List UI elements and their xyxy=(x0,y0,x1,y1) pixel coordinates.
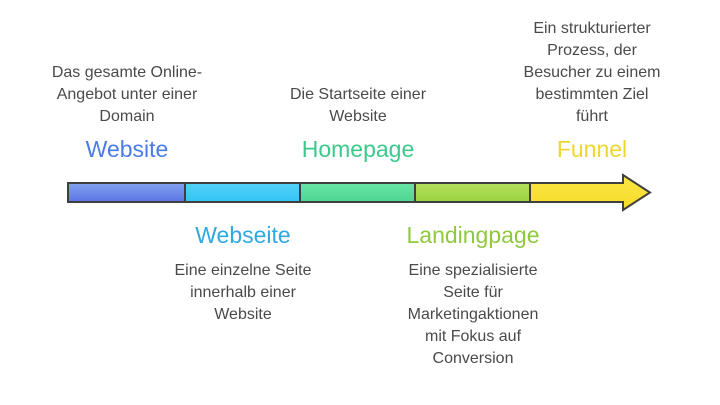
desc-line: innerhalb einer xyxy=(190,284,296,301)
column-homepage: Die Startseite einer Website Homepage xyxy=(258,0,458,162)
term-description-homepage: Die Startseite einer Website xyxy=(290,84,426,128)
term-label-webseite: Webseite xyxy=(195,222,291,248)
arrow-segment-landingpage xyxy=(414,182,531,203)
term-description-webseite: Eine einzelne Seite innerhalb einer Webs… xyxy=(175,260,312,326)
arrow-head-funnel xyxy=(529,173,652,212)
term-label-funnel: Funnel xyxy=(556,136,628,162)
term-label-landingpage: Landingpage xyxy=(406,222,540,248)
desc-line: Website xyxy=(329,108,387,125)
desc-line: Prozess, der xyxy=(547,42,637,59)
arrow-segment-webseite xyxy=(184,182,301,203)
gradient-arrow xyxy=(67,173,652,212)
desc-line: Das gesamte Online- xyxy=(51,64,203,81)
term-description-landingpage: Eine spezialisierte Seite für Marketinga… xyxy=(408,260,539,370)
column-landingpage: Landingpage Eine spezialisierte Seite fü… xyxy=(368,222,578,370)
desc-line: Die Startseite einer xyxy=(289,86,427,103)
term-description-funnel: Ein strukturierter Prozess, der Besucher… xyxy=(524,18,661,128)
desc-line: Marketingaktionen xyxy=(407,306,539,323)
desc-line: Domain xyxy=(99,108,155,125)
column-webseite: Webseite Eine einzelne Seite innerhalb e… xyxy=(138,222,348,326)
desc-line: bestimmten Ziel xyxy=(535,86,649,103)
desc-line: Eine einzelne Seite xyxy=(174,262,312,279)
column-website: Das gesamte Online- Angebot unter einer … xyxy=(22,0,232,162)
term-label-homepage: Homepage xyxy=(301,136,415,162)
arrow-segment-website xyxy=(67,182,186,203)
desc-line: Ein strukturierter xyxy=(533,20,651,37)
desc-line: Website xyxy=(214,306,272,323)
arrow-segment-homepage xyxy=(299,182,416,203)
desc-line: mit Fokus auf xyxy=(424,328,522,345)
desc-line: Seite für xyxy=(443,284,503,301)
term-label-website: Website xyxy=(85,136,169,162)
term-description-website: Das gesamte Online- Angebot unter einer … xyxy=(52,62,202,128)
desc-line: Angebot unter einer xyxy=(56,86,198,103)
desc-line: Besucher zu einem xyxy=(523,64,661,81)
desc-line: Conversion xyxy=(432,350,514,367)
desc-line: Eine spezialisierte xyxy=(408,262,538,279)
column-funnel: Ein strukturierter Prozess, der Besucher… xyxy=(487,0,697,162)
desc-line: führt xyxy=(575,108,608,125)
